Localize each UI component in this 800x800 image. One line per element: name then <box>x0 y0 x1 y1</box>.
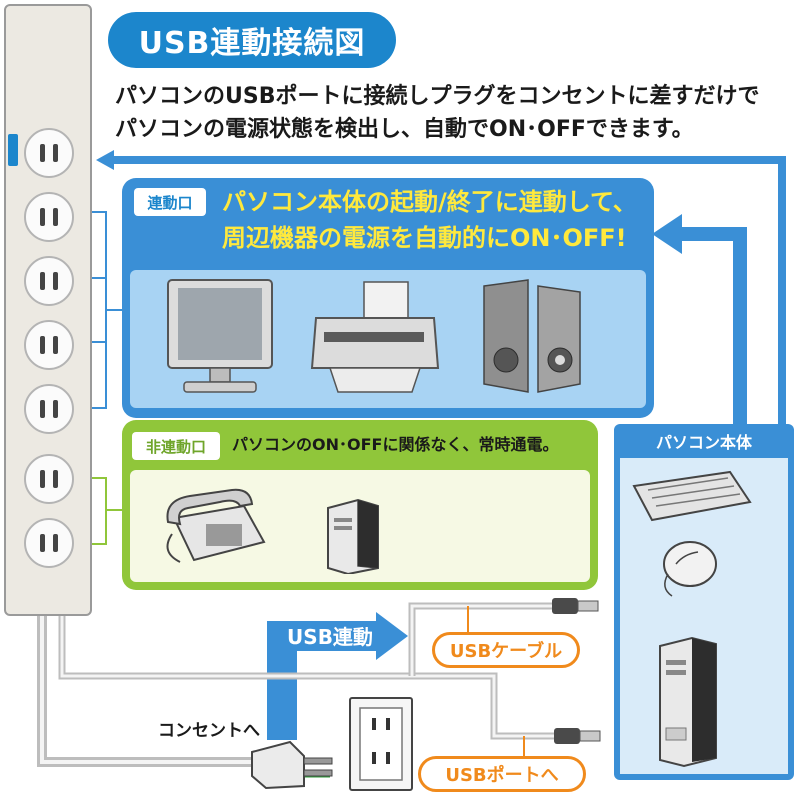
keyboard-icon <box>632 470 752 522</box>
pc-to-linked-arrow <box>680 227 747 424</box>
nonlinked-outlets-bracket <box>86 477 122 545</box>
intro-line-2: パソコンの電源状態を検出し、自動でON･OFFできます。 <box>115 117 694 142</box>
pc-to-strip-arrow <box>110 156 786 424</box>
usb-plug-top <box>552 598 599 614</box>
usb-link-label: USB連動 <box>287 624 373 649</box>
pc-tower-icon <box>659 636 717 768</box>
linked-heading-line-1: パソコン本体の起動/終了に連動して、 <box>222 188 637 216</box>
printer-icon <box>310 281 440 393</box>
power-cord-core <box>40 616 258 764</box>
intro-text: パソコンのUSBポートに接続しプラグをコンセントに差すだけで パソコンの電源状態… <box>115 80 800 146</box>
linked-heading: パソコン本体の起動/終了に連動して、 周辺機器の電源を自動的にON･OFF! <box>222 184 642 256</box>
power-plug-icon <box>251 740 333 790</box>
usb-link-arrow <box>267 621 380 740</box>
pc-to-strip-arrowhead <box>96 150 114 170</box>
outlet-linked-3 <box>24 320 74 370</box>
power-strip <box>4 4 92 616</box>
usb-port-label: USBポートへ <box>418 756 586 792</box>
usb-cable-upper-core <box>410 604 552 676</box>
diagram-title: USB連動接続図 <box>108 12 396 68</box>
switch-indicator <box>8 134 18 166</box>
pc-to-linked-arrowhead <box>652 214 682 254</box>
nonlinked-outlet-label: 非連動口 <box>132 432 220 460</box>
intro-line-1: パソコンのUSBポートに接続しプラグをコンセントに差すだけで <box>115 84 760 109</box>
usb-cable-line-core <box>60 616 556 738</box>
nonlinked-description: パソコンのON･OFFに関係なく、常時通電。 <box>232 435 559 454</box>
linked-outlet-label: 連動口 <box>134 188 206 216</box>
pc-panel-label: パソコン本体 <box>655 433 752 452</box>
usb-plug-bottom <box>554 728 601 744</box>
mouse-icon <box>663 541 717 597</box>
outlet-linked-4 <box>24 384 74 434</box>
outlet-linked-1 <box>24 192 74 242</box>
linked-heading-line-2: 周辺機器の電源を自動的にON･OFF! <box>222 224 627 252</box>
to-outlet-label: コンセントへ <box>158 721 260 741</box>
linked-outlets-bracket <box>86 211 122 409</box>
outlet-linked-2 <box>24 256 74 306</box>
outlet-nonlinked-2 <box>24 518 74 568</box>
speakers-icon <box>483 279 581 393</box>
telephone-icon <box>166 488 266 563</box>
pc-tower-icon <box>327 498 379 574</box>
usb-cable-label: USBケーブル <box>432 632 580 668</box>
monitor-icon <box>167 279 273 393</box>
outlet-nonlinked-1 <box>24 454 74 504</box>
usb-link-arrowhead <box>376 612 408 660</box>
wall-outlet-icon <box>349 697 413 791</box>
outlet-always-on <box>24 128 74 178</box>
